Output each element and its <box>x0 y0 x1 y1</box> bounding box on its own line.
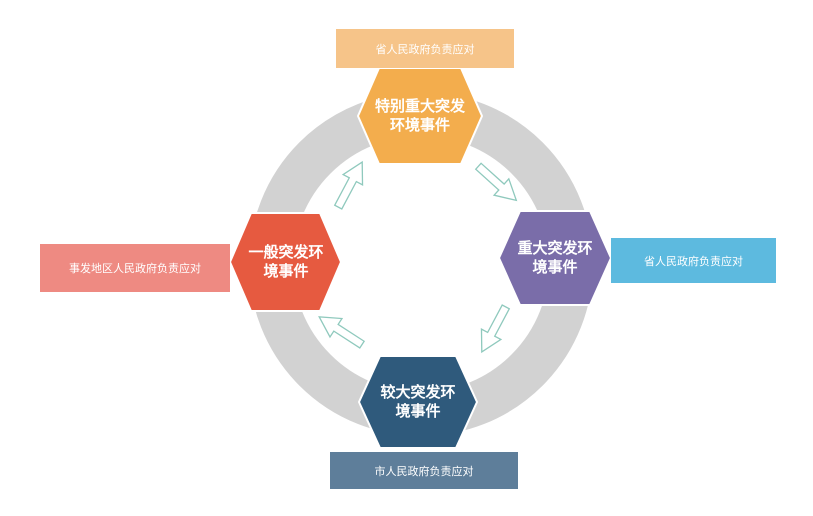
arrow-bottom-to-left <box>318 316 366 349</box>
arrow-top-to-right <box>474 162 518 202</box>
responder-label-bottom: 市人民政府负责应对 <box>374 464 474 478</box>
hexagon-bottom <box>357 355 479 449</box>
responder-box-top: 省人民政府负责应对 <box>336 29 514 68</box>
responder-label-top: 省人民政府负责应对 <box>375 42 475 56</box>
arrow-right-to-bottom <box>480 304 511 354</box>
responder-box-left: 事发地区人民政府负责应对 <box>40 244 230 292</box>
event-level-right: 重大突发环 境事件 <box>517 239 593 276</box>
event-level-bottom: 较大突发环 境事件 <box>380 383 456 420</box>
responder-label-left: 事发地区人民政府负责应对 <box>69 262 201 275</box>
hexagon-right <box>497 210 613 306</box>
event-level-left: 一般突发环 境事件 <box>248 243 324 280</box>
hexagon-left <box>228 212 343 312</box>
hexagon-top <box>356 67 484 165</box>
responder-box-bottom: 市人民政府负责应对 <box>330 452 518 489</box>
responder-box-right: 省人民政府负责应对 <box>611 238 776 283</box>
arrow-left-to-top <box>333 160 364 210</box>
event-level-top: 特别重大突发 环境事件 <box>374 97 465 134</box>
responder-label-right: 省人民政府负责应对 <box>644 254 743 268</box>
